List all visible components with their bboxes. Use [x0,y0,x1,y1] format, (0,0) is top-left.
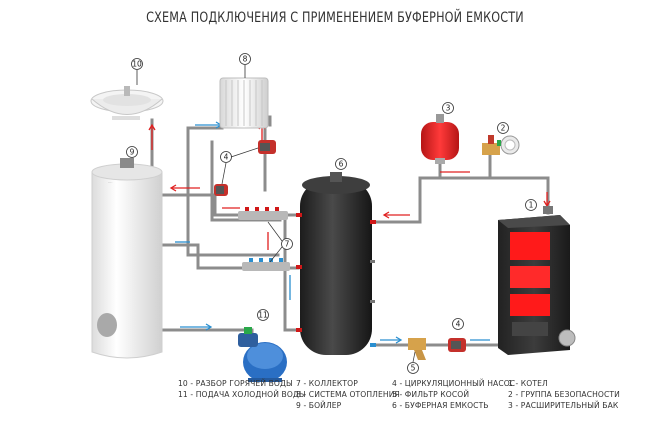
callout-11: 11 [257,309,269,321]
callout-9: 9 [126,146,138,158]
svg-text:11: 11 [258,311,268,320]
legend-item: 7 - КОЛЛЕКТОР [296,379,358,388]
callouts: 10 8 3 2 9 4 6 1 [126,53,537,374]
circulation-pump-upper [214,140,276,196]
legend-item: 8 - СИСТЕМА ОТОПЛЕНИЯ [296,390,400,399]
legend-col-2: 7 - КОЛЛЕКТОР 8 - СИСТЕМА ОТОПЛЕНИЯ 9 - … [296,378,400,411]
svg-text:9: 9 [130,148,135,157]
legend-item: 6 - БУФЕРНАЯ ЕМКОСТЬ [392,401,489,410]
legend-item: 9 - БОЙЛЕР [296,401,342,410]
legend-col-3: 4 - ЦИРКУЛЯЦИОННЫЙ НАСОС 5 - ФИЛЬТР КОСО… [392,378,515,411]
collector-upper [238,207,288,220]
svg-text:10: 10 [132,60,142,69]
circulation-pump-lower [448,338,466,352]
water-pump [238,327,287,382]
expansion-tank [421,114,459,164]
callout-10: 10 [131,58,143,85]
svg-text:····: ···· [108,181,112,185]
sink [90,86,164,120]
svg-text:6: 6 [339,160,344,169]
callout-7: 7 [267,221,293,263]
legend-item: 11 - ПОДАЧА ХОЛОДНОЙ ВОДЫ [178,390,306,399]
legend-item: 4 - ЦИРКУЛЯЦИОННЫЙ НАСОС [392,379,516,388]
legend-item: 3 - РАСШИРИТЕЛЬНЫЙ БАК [508,401,619,410]
svg-text:8: 8 [243,55,248,64]
callout-3: 3 [442,102,454,114]
svg-text:4: 4 [456,320,461,329]
legend-item: 2 - ГРУППА БЕЗОПАСНОСТИ [508,390,620,399]
y-filter [408,338,426,360]
kotel [498,206,576,355]
svg-text:1: 1 [529,201,534,210]
callout-2: 2 [497,122,509,134]
svg-text:4: 4 [224,153,229,162]
legend-col-4: 1 - КОТЕЛ 2 - ГРУППА БЕЗОПАСНОСТИ 3 - РА… [508,378,620,411]
svg-text:2: 2 [501,124,506,133]
callout-6: 6 [335,158,347,170]
safety-group [482,135,520,155]
buffer-tank [296,172,376,355]
svg-text:5: 5 [411,364,416,373]
diagram-title: СХЕМА ПОДКЛЮЧЕНИЯ С ПРИМЕНЕНИЕМ БУФЕРНОЙ… [146,10,524,26]
legend-col-1: 10 - РАЗБОР ГОРЯЧЕЙ ВОДЫ 11 - ПОДАЧА ХОЛ… [178,378,306,400]
water-boiler: ···· [91,158,163,359]
callout-5: 5 [407,351,419,374]
legend-item: 5 - ФИЛЬТР КОСОЙ [392,390,470,399]
collector-lower [242,258,290,271]
callout-1: 1 [525,199,537,211]
legend-item: 1 - КОТЕЛ [508,379,548,388]
legend-item: 10 - РАЗБОР ГОРЯЧЕЙ ВОДЫ [178,379,293,388]
svg-text:7: 7 [285,240,290,249]
callout-8: 8 [239,53,251,78]
callout-4-lower: 4 [452,318,464,330]
callout-4-upper: 4 [220,147,259,185]
radiator [219,77,269,129]
svg-text:3: 3 [446,104,451,113]
